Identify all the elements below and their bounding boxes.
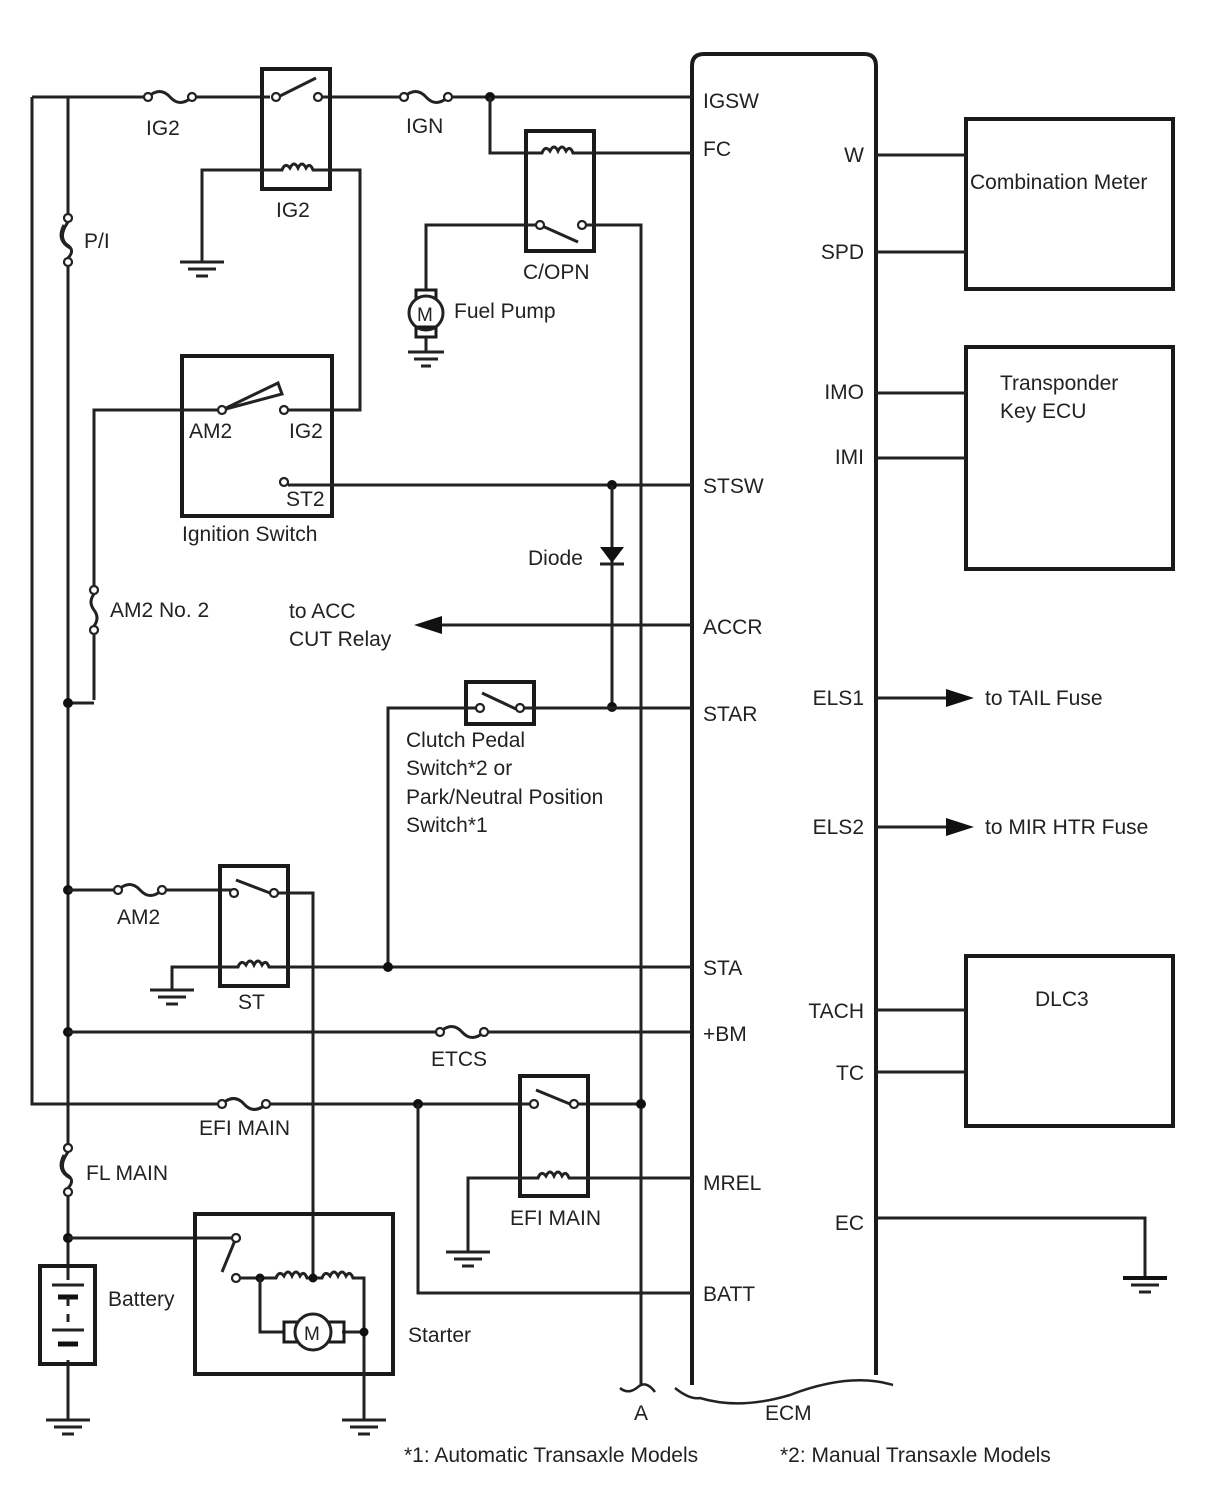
ecm-pin-accr: ACCR [703,616,763,639]
relay-st-label: ST [238,991,265,1014]
fuse-ig2 [146,90,194,104]
ecm-break-curve [674,1379,894,1405]
ecm-pin-els2: ELS2 [813,816,864,839]
starter-motor-icon [282,1312,346,1352]
relay-efi-main-label: EFI MAIN [510,1207,601,1230]
connector-a-break [619,1383,656,1393]
ecm-outline [690,52,878,1385]
relay-ig2-box [260,67,332,191]
wire-batt [416,1104,692,1295]
diode-icon [600,547,624,566]
ecm-pin-els1: ELS1 [813,687,864,710]
ground-icon [150,988,194,1006]
ecm-pin-spd: SPD [821,241,864,264]
arrow-right-icon [946,689,974,707]
fusible-link-pi [59,212,74,268]
to-tail-fuse-label: to TAIL Fuse [985,687,1103,710]
transponder-label-1: Transponder [1000,372,1118,395]
ecm-pin-igsw: IGSW [703,90,759,113]
battery-label: Battery [108,1288,175,1311]
fuel-pump-label: Fuel Pump [454,300,556,323]
ecm-pin-stsw: STSW [703,475,764,498]
fuse-ign [402,90,450,104]
ign-sw-am2-label: AM2 [189,420,232,443]
rail-outer [30,97,641,1106]
ignition-switch-box [180,354,334,518]
ecm-label: ECM [765,1402,812,1425]
fuse-am2 [116,883,164,897]
fuse-pi-label: P/I [84,230,110,253]
combination-meter-label: Combination Meter [970,171,1147,194]
ecm-pin-tc: TC [836,1062,864,1085]
ecm-pin-imo: IMO [824,381,864,404]
relay-st-box [218,864,290,988]
fuse-am2-label: AM2 [117,906,160,929]
wire-copn-to-a [586,223,643,1385]
clutch-label-2: Switch*2 or [406,757,512,780]
ecm-pin-tach: TACH [808,1000,864,1023]
to-mir-htr-fuse-label: to MIR HTR Fuse [985,816,1148,839]
footnote-2: *2: Manual Transaxle Models [780,1444,1051,1467]
arrow-right-icon [946,818,974,836]
ground-icon [1123,1276,1167,1294]
fusible-link-fl-main [59,1142,74,1198]
to-acc-label-2: CUT Relay [289,628,392,651]
battery-icon [52,1283,84,1347]
wire-am2-no2 [92,408,218,700]
arrow-left-icon [414,616,442,634]
wire-mrel [466,1170,692,1252]
ecm-pin-star: STAR [703,703,757,726]
ecm-pin-ec: EC [835,1212,864,1235]
relay-copn-label: C/OPN [523,261,590,284]
fuel-pump-motor-m: M [417,305,433,326]
to-acc-label-1: to ACC [289,600,356,623]
fuse-etcs-label: ETCS [431,1048,487,1071]
footnote-1: *1: Automatic Transaxle Models [404,1444,698,1467]
clutch-label-3: Park/Neutral Position [406,786,603,809]
fuse-efi-main-label: EFI MAIN [199,1117,290,1140]
ground-icon [446,1250,490,1268]
fuse-ign-label: IGN [406,115,443,138]
relay-ig2-coil-wire [200,162,362,412]
starter-box [193,1212,395,1376]
diode-label: Diode [528,547,583,570]
ecm-pin-batt: BATT [703,1283,755,1306]
ecm-pin-sta: STA [703,957,742,980]
connector-a-label: A [634,1402,648,1425]
clutch-switch-box [464,680,536,726]
dlc3-label: DLC3 [1035,988,1089,1011]
ecm-pin-fc: FC [703,138,731,161]
ecm-pin-w: W [844,144,864,167]
wire-fuel-pump [424,223,536,290]
clutch-label-4: Switch*1 [406,814,488,837]
relay-ig2-label: IG2 [276,199,310,222]
transponder-label-2: Key ECU [1000,400,1086,423]
ground-icon [180,260,224,278]
fuse-am2-no2 [88,584,100,636]
starter-motor-m: M [304,1324,320,1345]
ground-icon [342,1418,386,1436]
ign-sw-st2-label: ST2 [286,488,325,511]
clutch-label-1: Clutch Pedal [406,729,525,752]
ecm-pin-bm: +BM [703,1023,747,1046]
fuse-fl-main-label: FL MAIN [86,1162,168,1185]
ignition-switch-lever [221,380,284,412]
ecm-pin-imi: IMI [835,446,864,469]
relay-efi-main-box [518,1074,590,1198]
ign-sw-ig2-label: IG2 [289,420,323,443]
ecm-pin-mrel: MREL [703,1172,761,1195]
starter-label: Starter [408,1324,471,1347]
fuse-am2-no2-label: AM2 No. 2 [110,599,209,622]
ignition-switch-label: Ignition Switch [182,523,317,546]
relay-copn-box [524,129,596,253]
combination-meter-box [964,117,1175,291]
fuse-etcs [438,1025,486,1039]
ground-icon [46,1418,90,1436]
wire-sta [170,959,692,990]
wire-fc [488,97,692,155]
dlc3-box [964,954,1175,1128]
fuel-pump-motor-icon [407,288,445,368]
fuse-ig2-label: IG2 [146,117,180,140]
